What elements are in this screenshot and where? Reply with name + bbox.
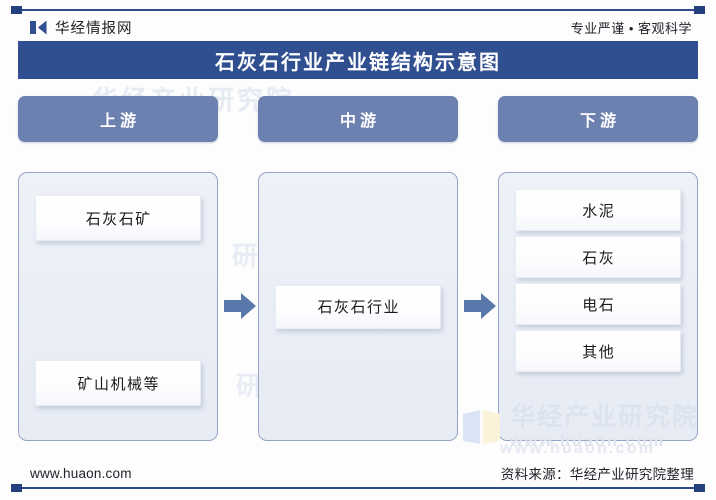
stage-column-downstream: 下游 水泥 石灰 电石 其他 <box>498 96 698 441</box>
stage-header-downstream[interactable]: 下游 <box>498 96 698 142</box>
stage-body-downstream: 水泥 石灰 电石 其他 <box>498 172 698 441</box>
brand-name: 华经情报网 <box>55 20 133 37</box>
stage-label-downstream: 下游 <box>579 113 620 130</box>
footer-source-note: 资料来源：华经产业研究院整理 <box>500 467 694 482</box>
node-card[interactable]: 石灰 <box>515 236 681 278</box>
stage-column-midstream: 中游 石灰石行业 <box>258 96 458 441</box>
node-card[interactable]: 水泥 <box>515 189 681 231</box>
rule-cap-right <box>694 484 705 492</box>
node-card[interactable]: 电石 <box>515 283 681 325</box>
stage-body-upstream: 石灰石矿 矿山机械等 <box>18 172 218 441</box>
rule-cap-right <box>694 6 705 14</box>
node-card[interactable]: 其他 <box>515 330 681 372</box>
rule-cap-left <box>11 484 22 492</box>
brand: 华经情报网 <box>18 17 133 38</box>
stage-header-midstream[interactable]: 中游 <box>258 96 458 142</box>
chart-title-band: 石灰石行业产业链结构示意图 <box>18 41 698 79</box>
page-footer: www.huaon.com 资料来源：华经产业研究院整理 <box>18 462 698 484</box>
node-label: 水泥 <box>582 202 616 220</box>
rule-cap-left <box>11 6 22 14</box>
header-tagline: 专业严谨 • 客观科学 <box>570 20 692 36</box>
node-card[interactable]: 石灰石矿 <box>35 195 201 241</box>
arrow-right-icon <box>464 293 496 319</box>
page-header: 华经情报网 专业严谨 • 客观科学 <box>18 14 698 40</box>
stage-column-upstream: 上游 石灰石矿 矿山机械等 <box>18 96 218 441</box>
page-title: 石灰石行业产业链结构示意图 <box>215 51 501 74</box>
node-label: 石灰石行业 <box>317 299 400 316</box>
huaon-bowtie-logo-icon <box>30 20 47 34</box>
watermark-url-upper: www.huaon.com <box>500 440 656 457</box>
node-label: 石灰石矿 <box>85 210 152 228</box>
node-card[interactable]: 石灰石行业 <box>275 284 441 329</box>
arrow-right-icon <box>224 293 256 319</box>
bottom-divider-rule <box>11 484 705 492</box>
node-label: 其他 <box>582 343 616 361</box>
stage-header-upstream[interactable]: 上游 <box>18 96 218 142</box>
node-card[interactable]: 矿山机械等 <box>35 360 201 406</box>
top-divider-rule <box>11 6 705 14</box>
node-label: 矿山机械等 <box>77 375 160 393</box>
stage-label-upstream: 上游 <box>99 113 140 130</box>
stage-label-midstream: 中游 <box>339 113 380 130</box>
node-label: 电石 <box>582 296 616 314</box>
supply-chain-diagram: 上游 石灰石矿 矿山机械等 中游 石灰石行业 <box>18 96 698 441</box>
footer-site-url[interactable]: www.huaon.com <box>30 465 132 481</box>
node-label: 石灰 <box>582 249 616 267</box>
stage-body-midstream: 石灰石行业 <box>258 172 458 441</box>
